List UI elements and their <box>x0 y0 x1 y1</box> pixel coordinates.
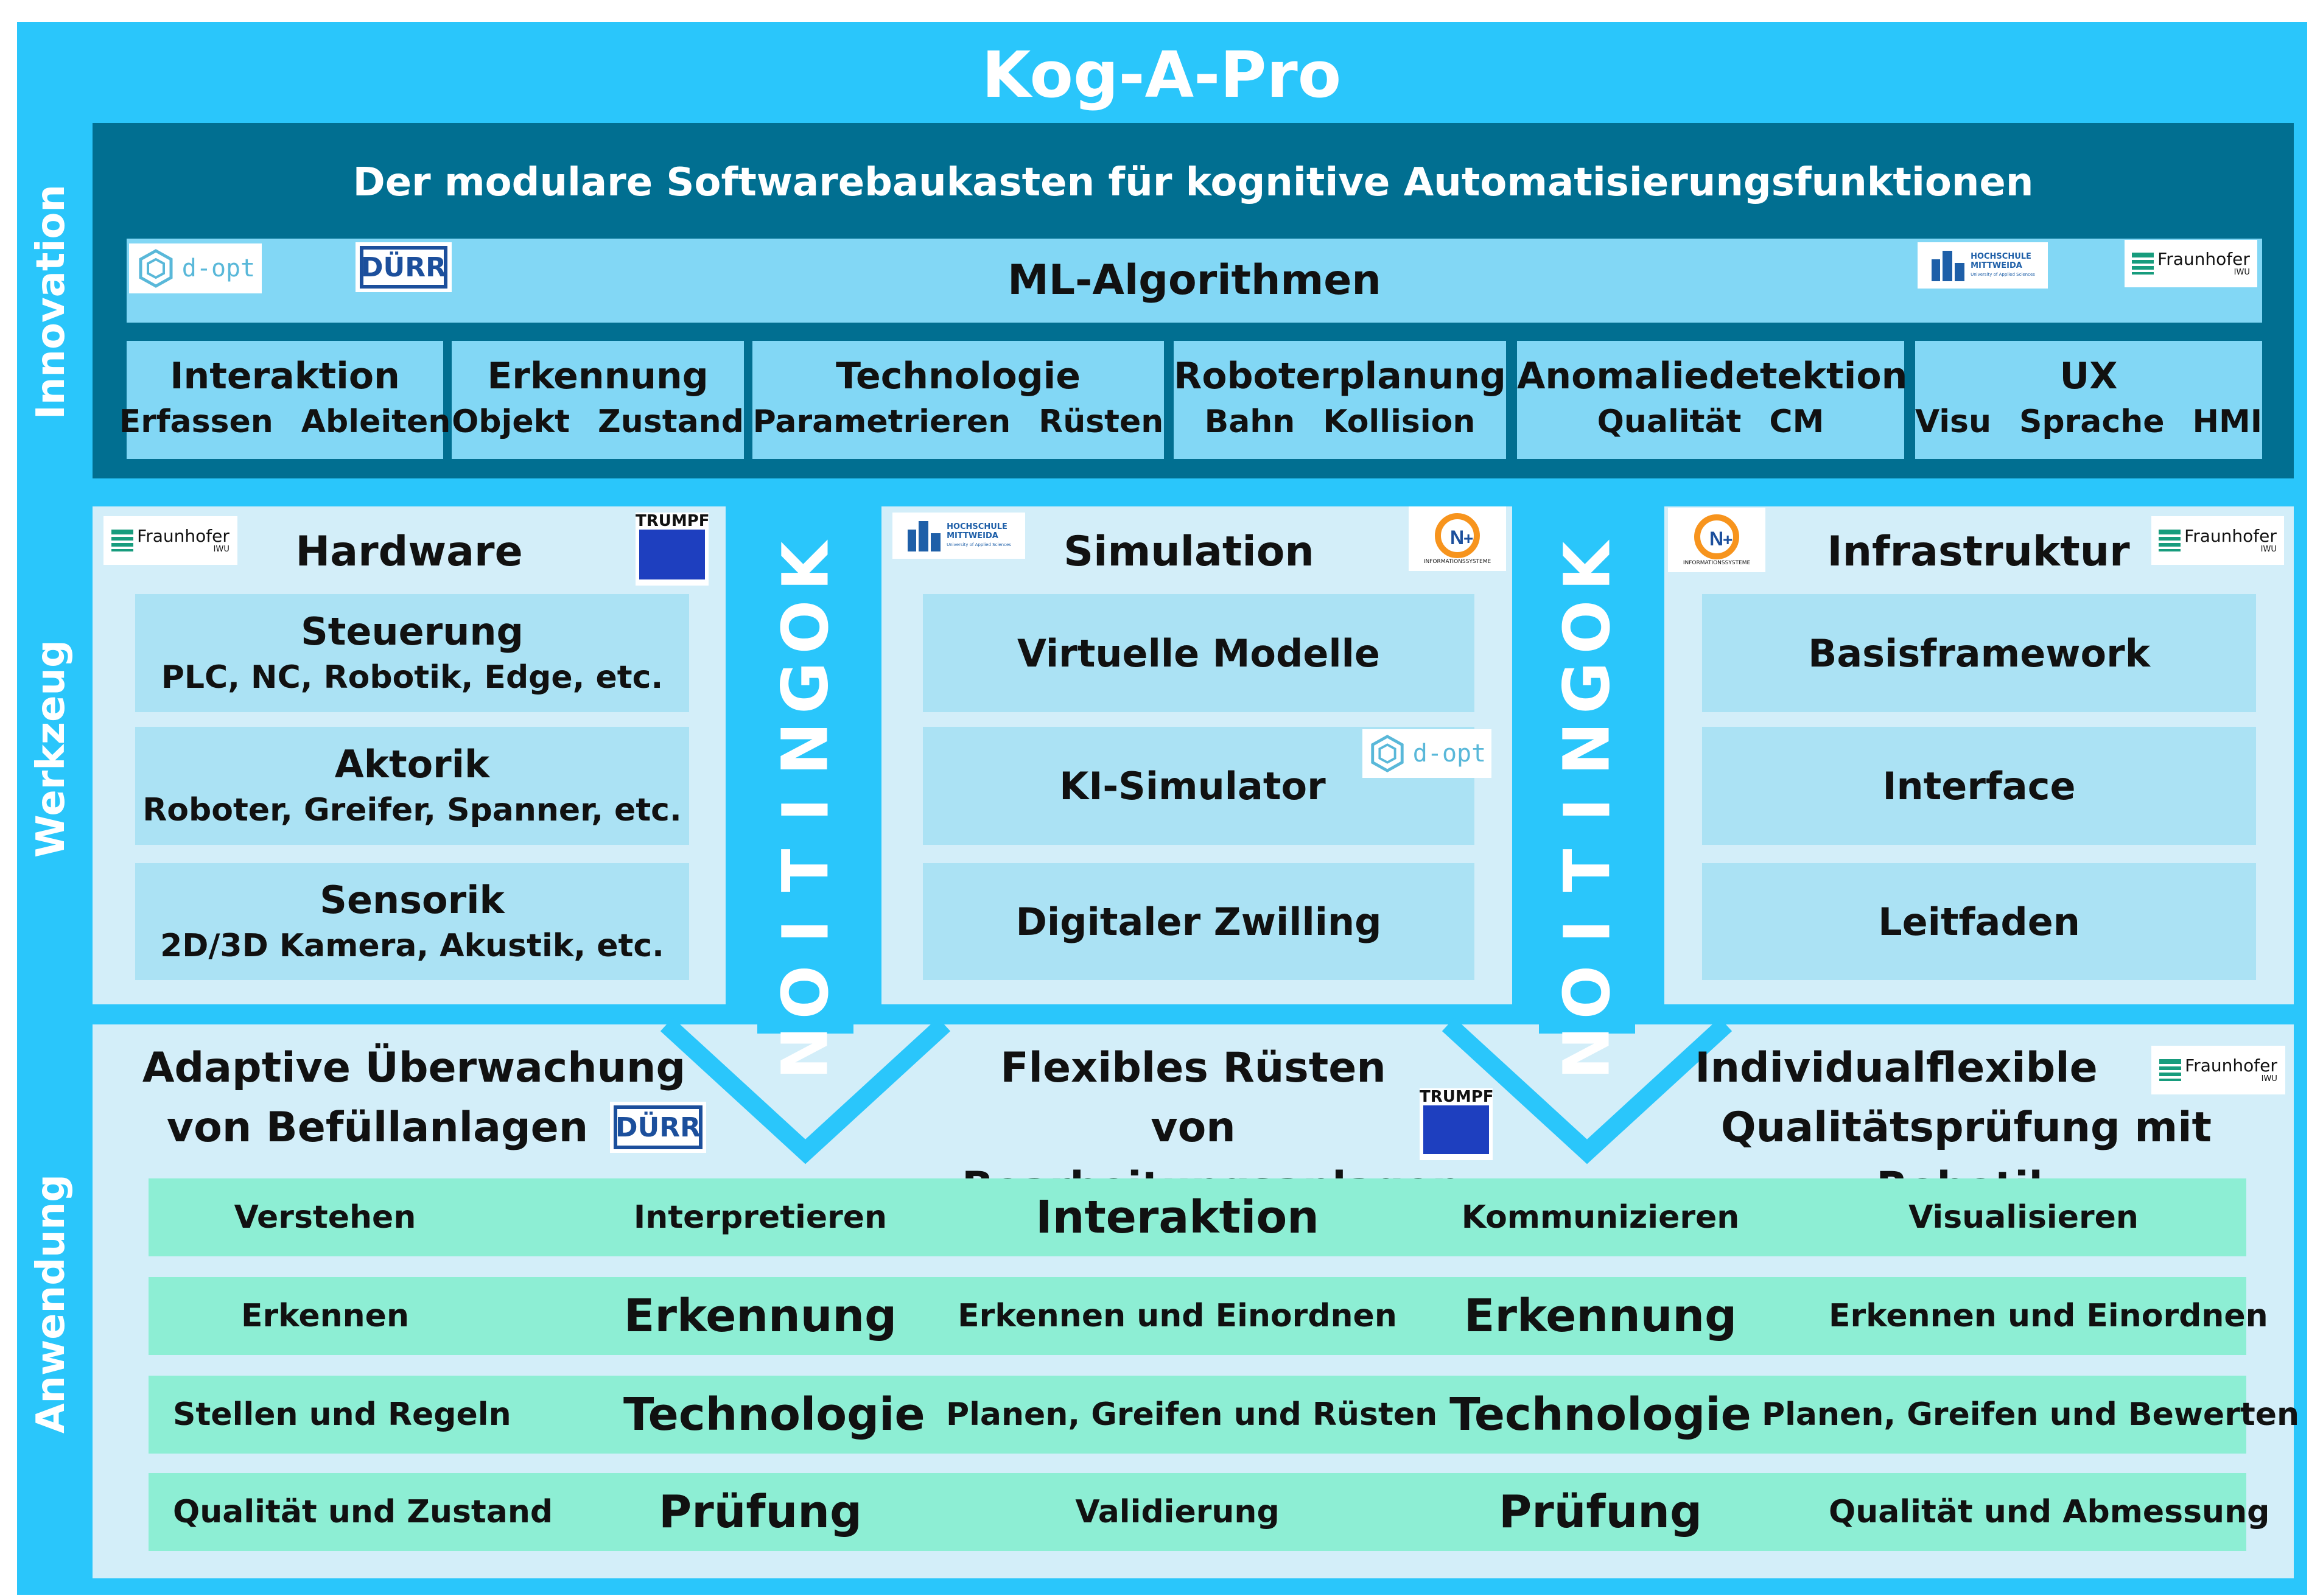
fraunhofer-stripes-icon <box>2159 530 2181 551</box>
fraunhofer-logo: Fraunhofer IWU <box>2151 1046 2285 1094</box>
innovation-heading: Der modulare Softwarebaukasten für kogni… <box>352 160 2034 205</box>
np-circle-icon: N + <box>1694 514 1739 559</box>
infrastruktur-item-basisframework: Basisframework <box>1702 594 2256 712</box>
simulation-item-digitaler-zwilling: Digitaler Zwilling <box>923 863 1474 980</box>
kognition-label-right: K O G N I T I O N <box>1549 541 1624 1080</box>
infrastruktur-item-leitfaden: Leitfaden <box>1702 863 2256 980</box>
page-title: Kog-A-Pro <box>981 38 1342 112</box>
fraunhofer-logo: Fraunhofer IWU <box>103 516 237 565</box>
np-logo: N + INFORMATIONSSYSTEME <box>1409 506 1506 571</box>
hsmw-building-icon <box>908 521 941 551</box>
hsmw-logo: HOCHSCHULE MITTWEIDA University of Appli… <box>892 513 1025 559</box>
trumpf-logo: TRUMPF <box>1420 1088 1494 1160</box>
np-logo: N + INFORMATIONSSYSTEME <box>1668 508 1765 572</box>
table-row: Erkennen Erkennung Erkennen und Einordne… <box>149 1277 2268 1355</box>
hardware-item-aktorik: Aktorik Roboter, Greifer, Spanner, etc. <box>135 727 689 845</box>
infrastruktur-title: Infrastruktur <box>1827 528 2130 576</box>
svg-text:+: + <box>1463 529 1473 548</box>
hardware-title: Hardware <box>295 528 523 576</box>
kognition-label-left: K O G N I T I O N <box>768 541 843 1080</box>
ml-algorithms-bar <box>127 239 2262 323</box>
fraunhofer-stripes-icon <box>2132 253 2154 275</box>
hsmw-logo: HOCHSCHULE MITTWEIDA University of Appli… <box>1918 242 2048 289</box>
dopt-logo: d-opt <box>129 243 262 293</box>
svg-text:N: N <box>1450 527 1464 548</box>
hardware-item-steuerung: Steuerung PLC, NC, Robotik, Edge, etc. <box>135 594 689 712</box>
use-case-flexibles-ruesten: Flexibles Rüsten von Bearbeitungsanlagen <box>962 1044 1462 1211</box>
svg-text:N: N <box>1709 528 1723 550</box>
simulation-title: Simulation <box>1063 528 1314 576</box>
durr-logo: DÜRR <box>610 1102 706 1153</box>
ml-algorithms-label: ML-Algorithmen <box>1007 256 1381 304</box>
kognition-arrow-right-tip <box>1442 1017 1733 1164</box>
infrastruktur-item-interface: Interface <box>1702 727 2256 845</box>
kognition-arrow-left-tip <box>660 1017 951 1164</box>
table-row: Stellen und Regeln Technologie Planen, G… <box>149 1376 2299 1454</box>
fraunhofer-stripes-icon <box>111 530 134 551</box>
np-circle-icon: N + <box>1435 513 1480 558</box>
use-case-adaptive-ueberwachung: Adaptive Überwachung von Befüllanlagen <box>142 1044 686 1152</box>
fraunhofer-stripes-icon <box>2159 1059 2182 1081</box>
simulation-item-virtuelle-modelle: Virtuelle Modelle <box>923 594 1474 712</box>
table-row: Verstehen Interpretieren Interaktion Kom… <box>149 1178 2246 1256</box>
hsmw-building-icon <box>1932 251 1965 281</box>
durr-logo: DÜRR <box>356 242 452 292</box>
fraunhofer-logo: Fraunhofer IWU <box>2151 516 2284 565</box>
trumpf-logo: TRUMPF <box>636 513 710 586</box>
svg-text:+: + <box>1723 530 1733 549</box>
dopt-hex-icon <box>139 249 173 288</box>
dopt-hex-icon <box>1371 735 1404 772</box>
hardware-item-sensorik: Sensorik 2D/3D Kamera, Akustik, etc. <box>135 863 689 980</box>
table-row: Qualität und Zustand Prüfung Validierung… <box>149 1473 2269 1551</box>
dopt-logo: d-opt <box>1362 729 1491 778</box>
fraunhofer-logo: Fraunhofer IWU <box>2125 240 2257 287</box>
